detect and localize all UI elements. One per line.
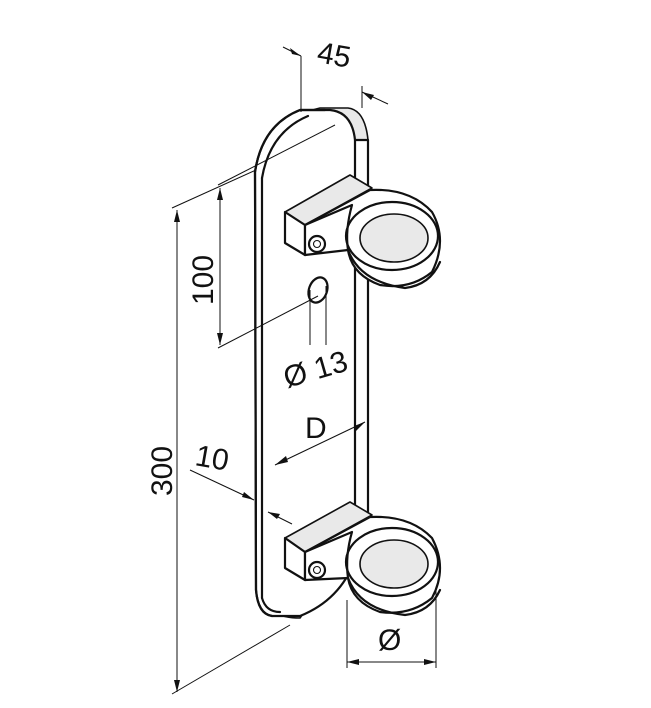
offset-dimension: 10 <box>189 439 293 525</box>
upper-tube-clamp <box>283 174 442 290</box>
offset-label: 10 <box>193 439 232 477</box>
depth-label: D <box>305 412 327 445</box>
depth-dimension: D <box>274 412 366 466</box>
lower-tube-clamp <box>283 501 442 617</box>
tube-diameter-label: Ø <box>378 624 401 657</box>
spacing-dimension: 100 <box>187 124 336 349</box>
height-label: 300 <box>146 446 179 496</box>
tube-diameter-dimension: Ø <box>346 590 437 668</box>
thickness-label: 45 <box>315 36 354 74</box>
screw-icon <box>307 234 327 254</box>
screw-icon <box>307 560 327 580</box>
spacing-label: 100 <box>187 255 220 305</box>
thickness-dimension: 45 <box>282 36 389 112</box>
height-dimension: 300 <box>146 169 291 695</box>
